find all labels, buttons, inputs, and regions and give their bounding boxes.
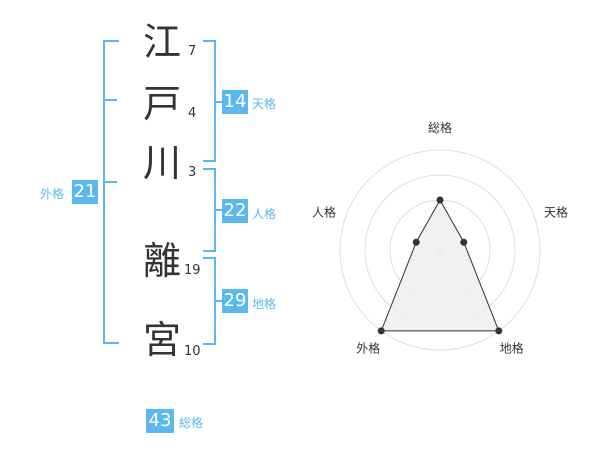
- radar-axis-label-4: 外格: [356, 341, 380, 356]
- tenkaku-badge: 14: [222, 90, 248, 114]
- stroke-count-4: 19: [184, 263, 201, 278]
- gaikaku-bracket-tick-lower: [105, 181, 117, 183]
- name-char-5: 宮: [142, 318, 181, 362]
- radar-grid-ring: [339, 149, 541, 351]
- gaikaku-label: 外格: [40, 187, 65, 201]
- radar-axis-label-5: 人格: [312, 204, 336, 219]
- gaikaku-badge: 21: [72, 180, 98, 204]
- tenkaku-label: 天格: [252, 97, 277, 111]
- radar-series-area: [380, 198, 500, 332]
- radar-point-5: [412, 238, 420, 246]
- chikaku-label: 地格: [252, 297, 277, 311]
- name-char-4: 離: [142, 239, 181, 283]
- radar-point-2: [460, 238, 468, 246]
- soukaku-badge: 43: [146, 409, 174, 433]
- stroke-count-2: 4: [188, 106, 197, 121]
- soukaku-label: 総格: [179, 416, 204, 430]
- radar-axis-label-1: 総格: [428, 120, 452, 135]
- radar-axis-label-2: 天格: [544, 204, 568, 219]
- radar-axis-label-3: 地格: [500, 341, 524, 356]
- name-char-1: 江: [142, 20, 181, 64]
- name-char-2: 戸: [142, 82, 181, 126]
- stroke-count-5: 10: [184, 344, 201, 359]
- chikaku-bracket-tick: [214, 300, 222, 302]
- stroke-count-1: 7: [188, 44, 197, 59]
- radar-point-1: [436, 196, 444, 204]
- jinkaku-label: 人格: [252, 207, 277, 221]
- jinkaku-bracket-tick: [214, 209, 222, 211]
- gaikaku-bracket-tick-upper: [105, 99, 117, 101]
- gaikaku-bracket: [103, 40, 119, 344]
- radar-point-4: [377, 327, 385, 335]
- tenkaku-bracket-tick: [214, 101, 222, 103]
- name-char-3: 川: [142, 141, 181, 185]
- radar-point-3: [495, 327, 503, 335]
- chikaku-badge: 29: [222, 289, 248, 313]
- jinkaku-badge: 22: [222, 199, 248, 223]
- stroke-count-3: 3: [188, 165, 197, 180]
